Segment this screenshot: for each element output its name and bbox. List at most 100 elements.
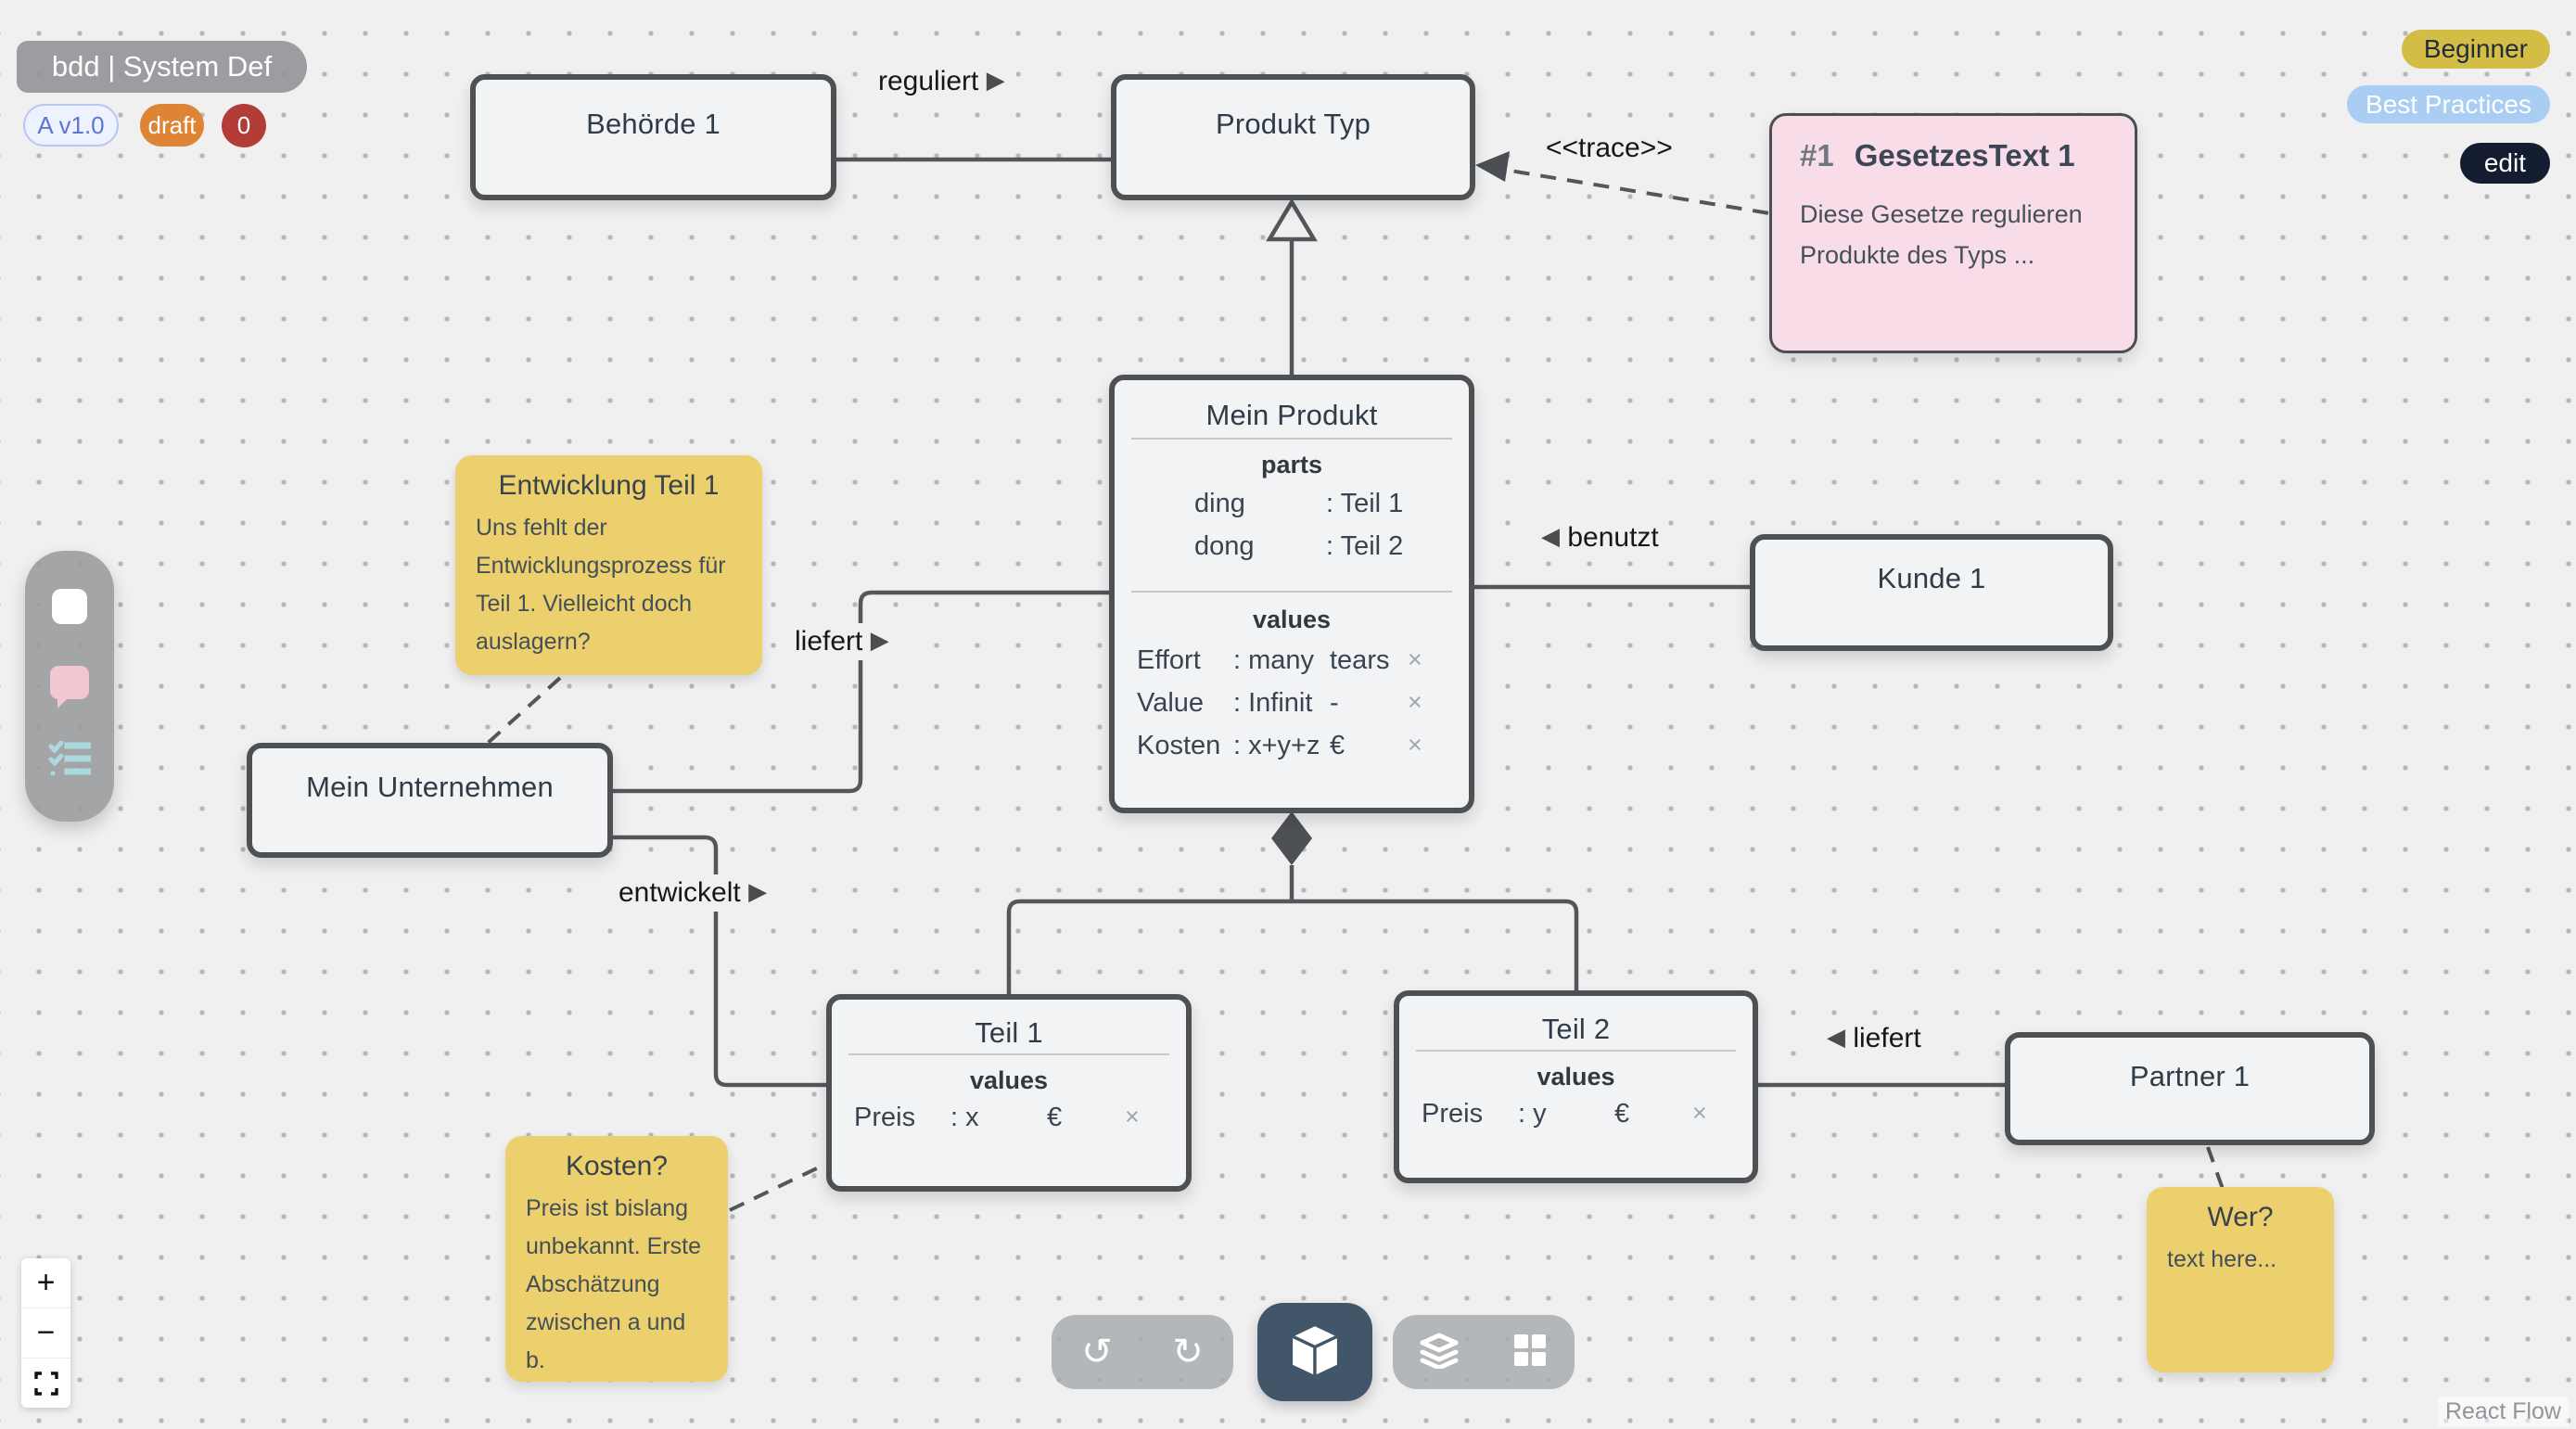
add-block-icon[interactable]	[52, 588, 87, 624]
fit-view-button[interactable]	[21, 1359, 70, 1408]
value-row[interactable]: Preis : x € ×	[832, 1099, 1186, 1142]
node-produkt-typ[interactable]: Produkt Typ	[1111, 74, 1475, 200]
value-unit: €	[1330, 731, 1345, 760]
values-compartment-header: values	[969, 1066, 1049, 1094]
react-flow-attribution[interactable]: React Flow	[2437, 1397, 2569, 1427]
history-toolbar[interactable]: ↺ ↻	[1052, 1315, 1233, 1389]
values-compartment-header: values	[1537, 1063, 1615, 1091]
direction-flag-right-icon: ▶	[748, 877, 768, 905]
generalization-triangle-icon	[1266, 198, 1318, 242]
part-name: ding	[1194, 489, 1245, 518]
part-row[interactable]: dong : Teil 2	[1115, 528, 1469, 570]
count-badge: 0	[222, 104, 266, 147]
edge-trace	[1486, 165, 1770, 215]
remove-value-icon[interactable]: ×	[1408, 731, 1422, 759]
node-title: Partner 1	[2129, 1060, 2251, 1092]
value-value: : y	[1518, 1099, 1547, 1129]
layers-icon[interactable]	[1419, 1332, 1460, 1373]
node-mein-produkt[interactable]: Mein Produkt parts ding : Teil 1 dong : …	[1109, 375, 1474, 813]
edge-composition-right	[1292, 899, 1579, 990]
direction-flag-left-icon: ◀	[1541, 522, 1560, 550]
value-name: Preis	[1422, 1099, 1484, 1129]
edge-composition-left	[1006, 899, 1292, 994]
undo-icon[interactable]: ↺	[1081, 1332, 1113, 1372]
value-value: : Infinit	[1233, 688, 1313, 718]
value-row[interactable]: Value : Infinit - ×	[1115, 684, 1469, 727]
node-title: Behörde 1	[586, 108, 721, 140]
node-title: Teil 2	[1541, 1013, 1611, 1045]
zoom-out-button[interactable]: −	[21, 1308, 70, 1359]
level-badge-beginner[interactable]: Beginner	[2401, 30, 2550, 69]
node-teil-2[interactable]: Teil 2 values Preis : y € ×	[1394, 990, 1758, 1183]
edge-note-kosten	[729, 1161, 829, 1212]
direction-flag-right-icon: ▶	[870, 626, 889, 654]
edge-label-liefert-1[interactable]: liefert ▶	[784, 623, 900, 660]
diagram-mode-button[interactable]	[1257, 1303, 1372, 1401]
diagram-title-badge: bdd | System Def	[17, 41, 307, 93]
checklist-icon[interactable]	[48, 740, 92, 785]
edge-label-reguliert[interactable]: reguliert ▶	[867, 63, 1016, 100]
fullscreen-icon	[33, 1371, 58, 1396]
redo-icon[interactable]: ↻	[1172, 1332, 1204, 1372]
value-name: Value	[1137, 688, 1205, 718]
values-compartment-header: values	[1252, 606, 1332, 633]
value-unit: tears	[1330, 645, 1390, 675]
node-title: Mein Unternehmen	[306, 771, 554, 803]
note-body: text here...	[2167, 1246, 2277, 1272]
remove-value-icon[interactable]: ×	[1125, 1103, 1140, 1130]
node-title: Kunde 1	[1877, 562, 1986, 594]
view-toolbar[interactable]	[1393, 1315, 1575, 1389]
edge-label-benutzt[interactable]: ◀ benutzt	[1530, 519, 1670, 556]
note-title: Entwicklung Teil 1	[498, 470, 720, 501]
note-entwicklung-teil-1[interactable]: Entwicklung Teil 1 Uns fehlt der Entwick…	[455, 455, 762, 675]
edge-label-entwickelt[interactable]: entwickelt ▶	[607, 874, 779, 912]
palette-toolbar[interactable]	[25, 551, 114, 822]
node-kunde-1[interactable]: Kunde 1	[1750, 534, 2113, 651]
value-unit: -	[1330, 688, 1339, 718]
edge-label-trace[interactable]: <<trace>>	[1535, 130, 1684, 167]
grid-view-icon[interactable]	[1511, 1332, 1549, 1373]
edit-button[interactable]: edit	[2459, 143, 2550, 184]
edge-note-wer	[2206, 1146, 2225, 1190]
node-teil-1[interactable]: Teil 1 values Preis : x € ×	[826, 994, 1192, 1192]
node-behoerde-1[interactable]: Behörde 1	[470, 74, 836, 200]
part-type: : Teil 2	[1326, 531, 1404, 561]
node-mein-unternehmen[interactable]: Mein Unternehmen	[247, 743, 613, 858]
value-row[interactable]: Preis : y € ×	[1399, 1095, 1753, 1138]
edge-label-liefert-2[interactable]: ◀ liefert	[1816, 1020, 1932, 1057]
value-value: : x	[950, 1103, 979, 1132]
part-row[interactable]: ding : Teil 1	[1115, 485, 1469, 528]
value-row[interactable]: Kosten : x+y+z € ×	[1115, 727, 1469, 770]
note-body: Uns fehlt der Entwicklungsprozess für Te…	[476, 515, 726, 655]
remove-value-icon[interactable]: ×	[1692, 1099, 1707, 1127]
edge-note-entwicklung	[484, 676, 562, 746]
zoom-in-button[interactable]: +	[21, 1258, 70, 1308]
remove-value-icon[interactable]: ×	[1408, 645, 1422, 673]
value-name: Effort	[1137, 645, 1201, 675]
value-unit: €	[1614, 1099, 1630, 1129]
value-value: : x+y+z	[1233, 731, 1320, 760]
node-title: Teil 1	[975, 1016, 1043, 1049]
value-name: Kosten	[1137, 731, 1221, 760]
add-comment-icon[interactable]	[50, 665, 89, 708]
remove-value-icon[interactable]: ×	[1408, 688, 1422, 716]
composition-diamond-icon	[1271, 811, 1312, 865]
version-badge: A v1.0	[23, 104, 119, 147]
value-row[interactable]: Effort : many tears ×	[1115, 642, 1469, 684]
direction-flag-right-icon: ▶	[986, 66, 1005, 94]
zoom-controls[interactable]: + −	[21, 1258, 70, 1408]
value-name: Preis	[854, 1103, 916, 1132]
value-unit: €	[1047, 1103, 1063, 1132]
note-title: Kosten?	[565, 1151, 669, 1181]
node-partner-1[interactable]: Partner 1	[2005, 1032, 2375, 1145]
best-practices-badge[interactable]: Best Practices	[2347, 85, 2550, 123]
note-kosten[interactable]: Kosten? Preis ist bislang unbekannt. Ers…	[505, 1136, 728, 1382]
note-body: Preis ist bislang unbekannt. Erste Absch…	[526, 1195, 702, 1373]
note-wer[interactable]: Wer? text here...	[2147, 1187, 2334, 1372]
value-value: : many	[1233, 645, 1315, 675]
note-title: Wer?	[2207, 1202, 2274, 1232]
note-number: #1	[1800, 138, 1834, 172]
